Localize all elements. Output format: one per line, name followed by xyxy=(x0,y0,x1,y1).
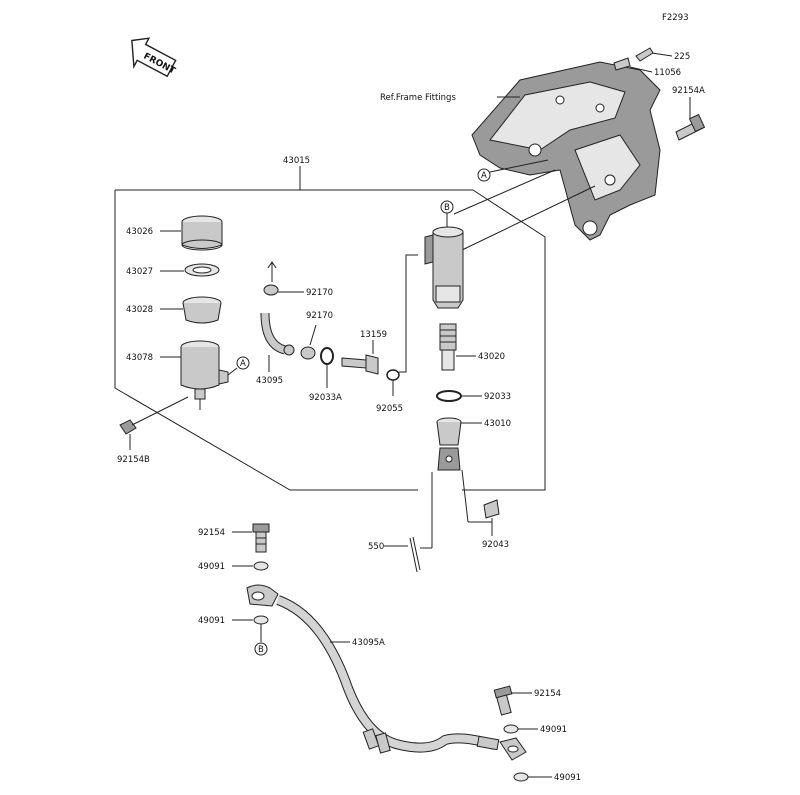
joint-13159 xyxy=(341,354,379,375)
callout-43095: 43095 xyxy=(256,376,283,386)
oring-92033 xyxy=(436,390,462,402)
callout-43028: 43028 xyxy=(126,305,153,315)
callout-92055: 92055 xyxy=(376,404,403,414)
callout-49091-b: 49091 xyxy=(198,616,225,626)
piston-assy-43020 xyxy=(439,323,457,371)
reservoir-cap-43026 xyxy=(181,215,223,251)
ref-b-top: B xyxy=(444,203,450,213)
callout-43026: 43026 xyxy=(126,227,153,237)
banjo-bolt-92154-bottom xyxy=(493,685,513,716)
master-cylinder-body xyxy=(424,226,464,309)
callout-550: 550 xyxy=(368,542,384,552)
callout-11056: 11056 xyxy=(654,68,681,78)
callout-92154b: 92154B xyxy=(117,455,150,465)
oring-92033a xyxy=(320,347,334,365)
washer-49091-c xyxy=(503,724,519,734)
reservoir-43078 xyxy=(180,340,229,410)
frame-bracket xyxy=(471,61,661,241)
callout-92033: 92033 xyxy=(484,392,511,402)
callout-49091-c: 49091 xyxy=(540,725,567,735)
washer-49091-a xyxy=(253,561,269,571)
callout-92154a: 92154A xyxy=(672,86,705,96)
bolt-92154a xyxy=(675,113,706,141)
clamp-92170-top xyxy=(263,261,279,296)
washer-49091-d xyxy=(513,772,529,782)
callout-92033a: 92033A xyxy=(309,393,342,403)
callout-13159: 13159 xyxy=(360,330,387,340)
diaphragm-43028 xyxy=(182,296,222,324)
ref-frame-label: Ref.Frame Fittings xyxy=(380,93,456,103)
callout-43020: 43020 xyxy=(478,352,505,362)
bolt-92154b xyxy=(119,396,189,435)
front-arrow-icon: FRONT xyxy=(131,37,177,78)
washer-49091-b xyxy=(253,615,269,625)
ref-a-frame: A xyxy=(481,171,487,181)
oring-92055 xyxy=(386,369,400,381)
pushrod-43010 xyxy=(436,417,462,471)
callout-43027: 43027 xyxy=(126,267,153,277)
callout-43095a: 43095A xyxy=(352,638,385,648)
callout-43015: 43015 xyxy=(283,156,310,166)
callout-49091-a: 49091 xyxy=(198,562,225,572)
cotter-pin-550 xyxy=(409,472,433,573)
callout-92043: 92043 xyxy=(482,540,509,550)
callout-92170-top: 92170 xyxy=(306,288,333,298)
callout-49091-d: 49091 xyxy=(554,773,581,783)
callout-43078: 43078 xyxy=(126,353,153,363)
kit-outline-43015 xyxy=(114,189,546,491)
diaphragm-plate-43027 xyxy=(184,263,220,277)
callout-92154-bottom: 92154 xyxy=(534,689,561,699)
banjo-bolt-92154-top xyxy=(252,523,270,553)
callout-225: 225 xyxy=(674,52,690,62)
ref-a-reservoir: A xyxy=(240,359,246,369)
pin-92043 xyxy=(461,469,500,523)
clamp-92170-lower xyxy=(300,346,316,360)
figure-code: F2293 xyxy=(662,13,689,23)
callout-92154-top: 92154 xyxy=(198,528,225,538)
ref-b-bottom: B xyxy=(258,645,264,655)
callout-92170-lower: 92170 xyxy=(306,311,333,321)
callout-43010: 43010 xyxy=(484,419,511,429)
